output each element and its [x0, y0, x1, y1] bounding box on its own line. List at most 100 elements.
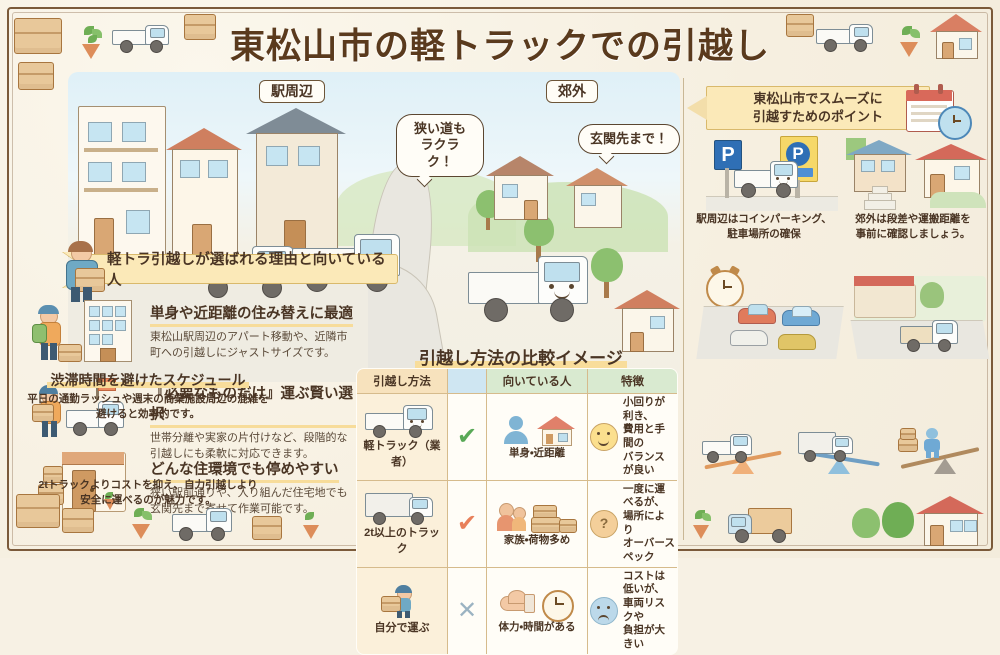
person-carrying-box-icon: [365, 585, 439, 619]
page-title: 東松山市の軽トラックでの引越し: [229, 27, 770, 66]
feature-1-body-line-2: 町への引越しにジャストサイズです。: [150, 346, 336, 359]
feature-1-heading: 単身や近距離の住み替えに最適: [150, 302, 353, 327]
scene-label-station-area: 駅周辺: [259, 80, 325, 104]
decor-box-bottomleft-2: [62, 508, 94, 533]
bubble-line-2: ラクラク！: [420, 137, 460, 169]
feature-item-1: 単身や近距離の住み替えに最適 東松山駅周辺のアパート移動や、近隣市 町への引越し…: [150, 302, 365, 362]
table-cell-who-1-label: 単身・近距離: [508, 446, 566, 459]
comparison-table: 引越し方法 向いている人 特徴: [356, 368, 678, 655]
table-cell-feature-1-text: 小回りが利き、 費用と手間の バランスが良い: [623, 396, 675, 478]
table-cell-method-1: 軽トラック（業者）: [357, 393, 448, 481]
tip-2-caption-line-1: 郊外は段差や運搬距離を: [855, 213, 971, 225]
question-face-icon: ?: [590, 509, 618, 538]
decor-plant-topright: [896, 26, 922, 60]
two-ton-truck-icon: [365, 491, 439, 526]
feature-2-line-2: 場所により: [623, 510, 665, 536]
feature-1-body-line-1: 東松山駅周辺のアパート移動や、近隣市: [150, 331, 348, 343]
left-section-ribbon: 軽トラ引越しが選ばれる理由と向いている人: [63, 252, 398, 289]
calendar-clock-icon: [906, 84, 972, 140]
cost-body: 2tトラックよりコストを抑え、自力引越しより 安全に運べるのが魅力です。: [0, 478, 296, 508]
feature-3-line-2: 車両リスクや: [623, 596, 665, 623]
decor-box-topright-1: [786, 14, 814, 37]
houses-with-steps-icon: [846, 138, 987, 210]
check-orange-icon: ✔: [456, 509, 478, 537]
table-cell-method-1-label: 軽トラック（業者）: [363, 440, 441, 469]
table-cell-who-2-label: 家族・荷物多め: [503, 533, 571, 546]
feature-2-body-line-2: 引越しにも柔軟に対応できます。: [150, 447, 314, 460]
schedule-body: 平日の通勤ラッシュや週末の商業施設周辺の混雑を 避けると効率的です。: [0, 392, 296, 422]
feature-2-heading: 『必要なものだけ』運ぶ賢い選択: [150, 382, 365, 428]
comparison-table-title: 引越し方法の比較イメージ: [356, 344, 686, 369]
schedule-heading: 渋滞時間を避けたスケジュール: [0, 370, 296, 390]
table-cell-method-3: 自分で運ぶ: [357, 566, 448, 654]
feature-3-body-line-2: 玄関先まで寄せて作業可能です。: [150, 502, 314, 515]
table-cell-mark-2: ✔: [447, 479, 487, 568]
muscle-and-clock-icon: [496, 588, 578, 622]
table-row: 2t以上のトラック ✔ 家族・荷物多め: [357, 479, 677, 568]
seesaw-comparison-icon: [700, 428, 984, 474]
tip-2-caption-line-2: 事前に確認しましょう。: [855, 227, 971, 240]
table-cell-feature-2-text: 一度に運べるが、 場所により オーバースペック: [623, 483, 675, 565]
smile-face-icon: [590, 422, 618, 451]
decor-truck-bottom-left: [172, 506, 236, 541]
person-carrying-box-with-truck-icon: [32, 378, 138, 440]
table-cell-feature-1: 小回りが利き、 費用と手間の バランスが良い: [587, 393, 677, 481]
table-cell-feature-3-text: コストは低いが、 車両リスクや 負担が大きい: [623, 570, 675, 652]
infographic-page: 東松山市の軽トラックでの引越し: [0, 0, 1000, 558]
decor-truck-topright: [816, 20, 878, 52]
entrance-doorway-icon: [38, 452, 138, 514]
decor-box-bottomleft-1: [16, 494, 60, 528]
decor-plant-bottom-2: [300, 512, 324, 542]
cost-body-line-1: 2tトラックよりコストを抑え、自力引越しより: [38, 479, 258, 491]
decor-tree-bottom-2: [882, 502, 914, 538]
decor-box-topleft-1: [14, 18, 62, 54]
feature-item-2: 『必要なものだけ』運ぶ賢い選択 世帯分離や実家の片付けなど、段階的な 引越しにも…: [150, 382, 365, 463]
tip-1-caption-line-2: 駐車場所の確保: [727, 227, 801, 240]
table-cell-mark-3: ✕: [447, 566, 487, 654]
table-header-feature: 特徴: [587, 368, 677, 394]
feature-2-line-1: 一度に運べるが、: [623, 482, 665, 509]
feature-2-body-line-1: 世帯分離や実家の片付けなど、段階的な: [150, 432, 348, 444]
banner-line-2: 引越すためのポイント: [752, 109, 883, 124]
decor-house-topright: [928, 14, 984, 60]
table-row: 自分で運ぶ ✕ 体力・時間がある: [357, 566, 677, 654]
table-header-row: 引越し方法 向いている人 特徴: [357, 368, 677, 394]
banner-left-wing: [687, 96, 707, 120]
feature-1-line-1: 小回りが利き、: [623, 396, 665, 422]
table-header-who: 向いている人: [486, 368, 588, 394]
person-with-backpack-and-building-icon: [32, 300, 138, 362]
decor-plant-bottom-right-1: [690, 510, 714, 542]
schedule-body-line-1: 平日の通勤ラッシュや週末の商業施設周辺の混雑を: [27, 393, 269, 405]
scene-truck-suburban: [468, 254, 598, 324]
check-green-icon: ✔: [456, 422, 478, 450]
family-and-boxes-icon: [495, 501, 579, 533]
parking-sign-with-truck-icon: P P: [706, 136, 838, 211]
tip-1-caption-line-1: 駅周辺はコインパーキング、: [696, 213, 832, 225]
feature-item-3: どんな住環境でも停めやすい 狭い駅前通りや、入り組んだ住宅地でも 玄関先まで寄せ…: [150, 458, 365, 518]
bubble-line-1: 狭い道も: [413, 121, 466, 136]
decor-truck-topleft: [112, 22, 174, 53]
table-header-mark: [447, 368, 487, 394]
table-cell-mark-1: ✔: [447, 393, 487, 481]
ribbon-label: 軽トラ引越しが選ばれる理由と向いている人: [107, 252, 386, 289]
decor-box-bottom-3: [252, 516, 282, 540]
main-illustration-scene: [68, 72, 680, 382]
table-header-method: 引越し方法: [357, 368, 448, 394]
table-cell-who-1: 単身・近距離: [486, 393, 588, 481]
road-with-truck-icon: [850, 276, 990, 359]
table-cell-who-2: 家族・荷物多め: [486, 479, 588, 568]
decor-tree-bottom-1: [852, 508, 880, 538]
tip-2-caption: 郊外は段差や運搬距離を 事前に確認しましょう。: [838, 212, 988, 241]
decor-truck-bottom-right: [728, 506, 806, 543]
table-cell-feature-2: ? 一度に運べるが、 場所により オーバースペック: [587, 479, 677, 568]
decor-plant-bottom-1: [128, 508, 154, 542]
decor-plant-topleft: [78, 26, 104, 60]
table-cell-method-2-label: 2t以上のトラック: [364, 527, 440, 556]
right-banner: 東松山市でスムーズに 引越すためのポイント: [687, 86, 949, 130]
feature-3-line-1: コストは低いが、: [623, 569, 665, 596]
speech-bubble-to-entrance: 玄関先まで！: [578, 124, 681, 155]
comparison-table-title-text: 引越し方法の比較イメージ: [415, 349, 627, 368]
feature-3-line-3: 負担が大きい: [623, 624, 665, 650]
cost-body-line-2: 安全に運べるのが魅力です。: [80, 494, 216, 507]
feature-3-heading: どんな住環境でも停めやすい: [150, 458, 339, 483]
